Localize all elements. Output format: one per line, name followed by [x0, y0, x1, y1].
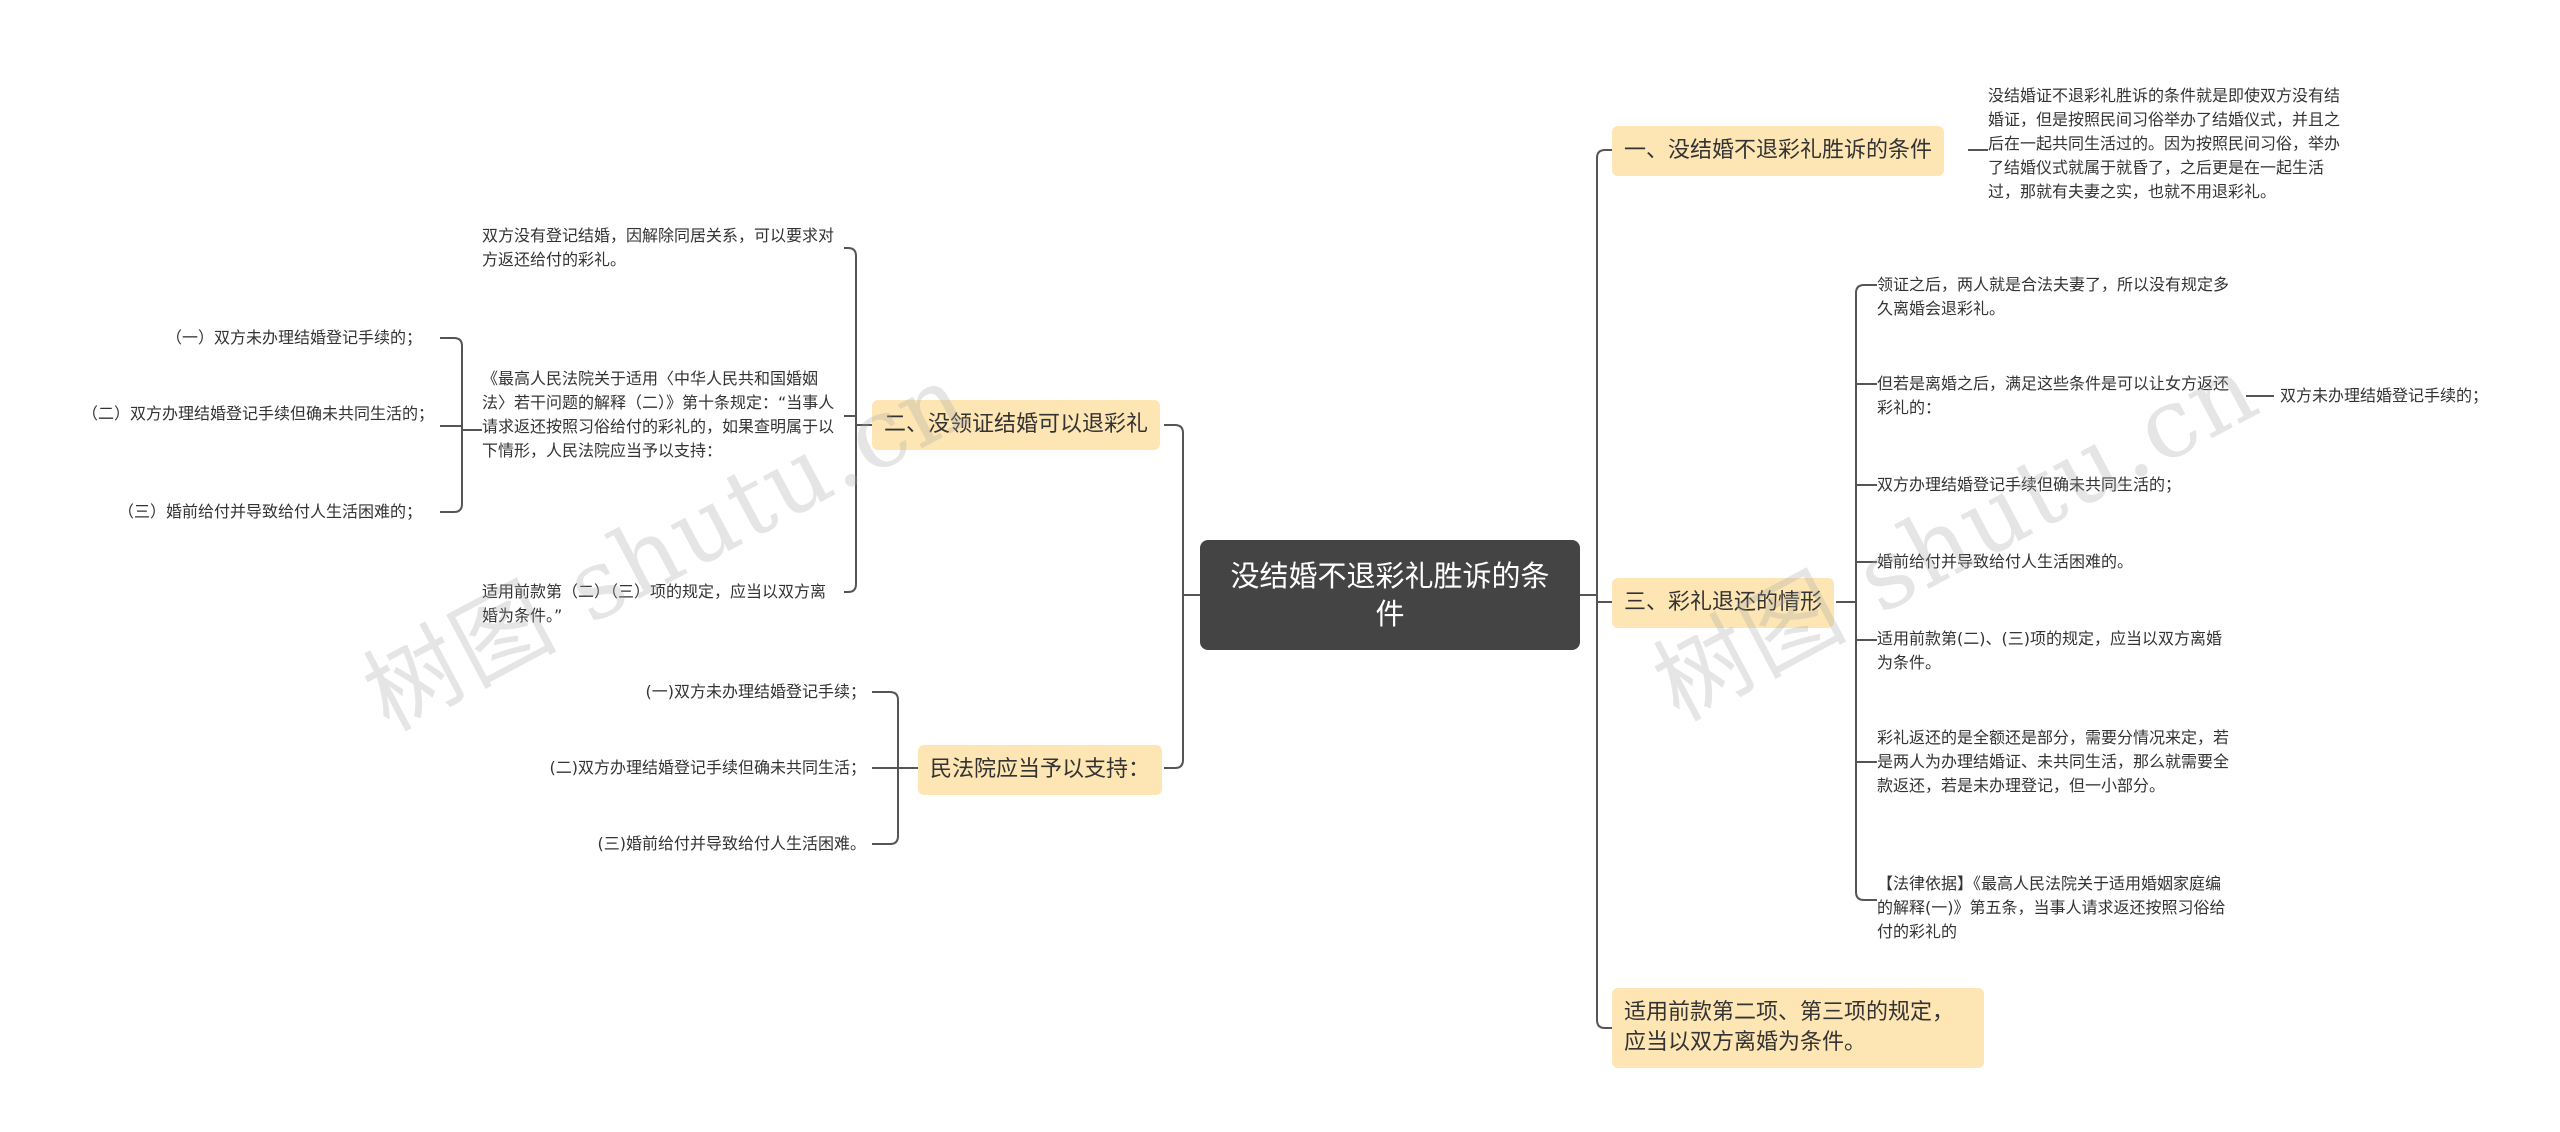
b4-tree-link-0 [872, 691, 899, 768]
b2-tree-link-2 [844, 425, 857, 593]
leaf-court-item-3: (三)婚前给付并导致给付人生活困难。 [597, 834, 867, 853]
branch-conditions[interactable]: 一、没结婚不退彩礼胜诉的条件 [1612, 126, 1945, 176]
leaf-return-2: 但若是离婚之后，满足这些条件是可以让女方返还彩礼的： [1877, 374, 2230, 417]
branch-court-support[interactable]: 民法院应当予以支持： [918, 745, 1163, 795]
leaf-interp-item-1: （一）双方未办理结婚登记手续的； [165, 328, 422, 347]
root-right-link-0 [1596, 149, 1612, 595]
leaf-court-item-2: (二)双方办理结婚登记手续但确未共同生活； [549, 758, 867, 777]
branch-return-cases[interactable]: 三、彩礼退还的情形 [1612, 578, 1835, 628]
leaf-interp-item-3: （三）婚前给付并导致给付人生活困难的； [117, 502, 422, 521]
b4-tree-link-2 [872, 768, 899, 845]
branch-no-license-return[interactable]: 二、没领证结婚可以退彩礼 [872, 400, 1161, 450]
leaf-return-2-1: 双方未办理结婚登记手续的； [2280, 386, 2489, 405]
root-topic[interactable]: 没结婚不退彩礼胜诉的条件 [1200, 540, 1580, 650]
leaf-interp-item-2: （二）双方办理结婚登记手续但确未共同生活的； [82, 404, 435, 423]
leaf-conditions-detail: 没结婚证不退彩礼胜诉的条件就是即使双方没有结婚证，但是按照民间习俗举办了结婚仪式… [1988, 86, 2341, 201]
leaf-cohabitation: 双方没有登记结婚，因解除同居关系，可以要求对方返还给付的彩礼。 [482, 226, 835, 269]
branch-divorce-condition[interactable]: 适用前款第二项、第三项的规定，应当以双方离婚为条件。 [1612, 988, 1984, 1068]
leaf-interpretation: 《最高人民法院关于适用〈中华人民共和国婚姻法〉若干问题的解释（二）》第十条规定：… [482, 369, 835, 460]
leaf-return-1: 领证之后，两人就是合法夫妻了，所以没有规定多久离婚会退彩礼。 [1877, 275, 2230, 318]
root-left-link-1 [1164, 595, 1184, 769]
leaf-divorce-condition-quote: 适用前款第（二）（三）项的规定，应当以双方离婚为条件。” [482, 582, 827, 625]
leaf-court-item-1: (一)双方未办理结婚登记手续； [645, 682, 867, 701]
b2-2-tree-link-2 [440, 430, 463, 513]
leaf-legal-basis: 【法律依据】《最高人民法院关于适用婚姻家庭编的解释(一)》第五条，当事人请求返还… [1877, 874, 2226, 941]
leaf-return-4: 婚前给付并导致给付人生活困难的。 [1877, 552, 2134, 571]
root-left-link-0 [1164, 424, 1184, 595]
b2-tree-link-0 [844, 247, 857, 425]
b2-2-tree-link-0 [440, 337, 463, 430]
leaf-return-3: 双方办理结婚登记手续但确未共同生活的； [1877, 475, 2182, 494]
b3-tree-link-0 [1855, 284, 1877, 602]
leaf-return-6: 彩礼返还的是全额还是部分，需要分情况来定，若是两人为办理结婚证、未共同生活，那么… [1877, 728, 2230, 795]
leaf-return-5: 适用前款第(二)、(三)项的规定，应当以双方离婚为条件。 [1877, 629, 2222, 672]
root-right-link-2 [1596, 595, 1612, 1029]
b3-tree-link-6 [1855, 602, 1877, 901]
